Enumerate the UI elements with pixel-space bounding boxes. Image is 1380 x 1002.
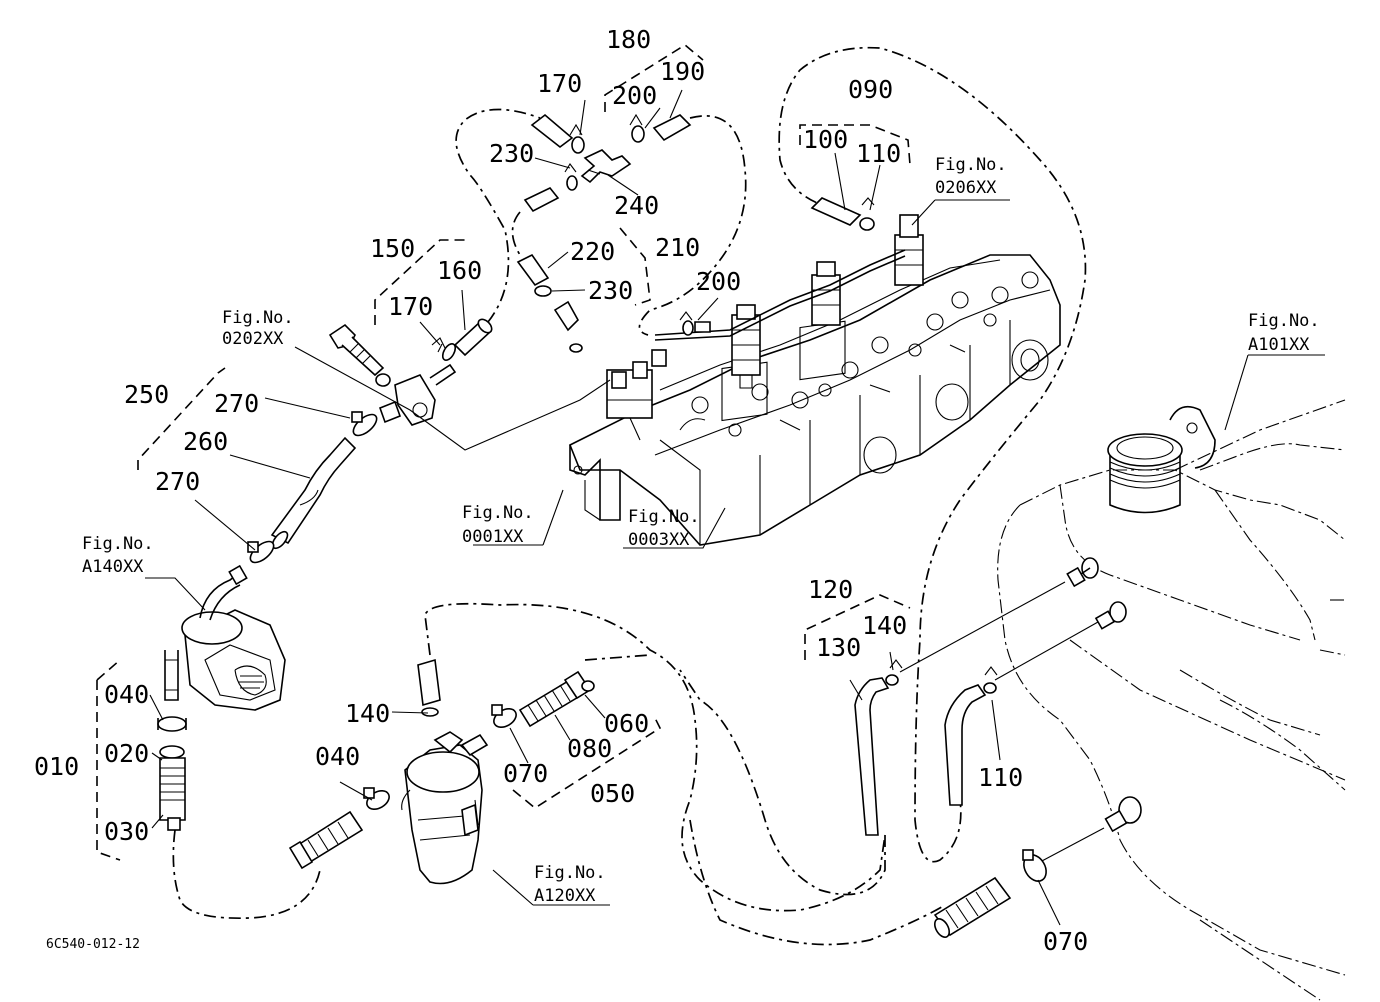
hose-220-upper (523, 187, 560, 213)
label-120: 120 (808, 575, 853, 604)
fig-ref-0003: 0003XX (628, 530, 690, 550)
fig-prefix-A120: Fig.No. (534, 863, 606, 883)
label-260: 260 (183, 427, 228, 456)
fuel-feed-pump (164, 564, 286, 711)
part-number-labels: 180 170 190 200 230 240 220 210 230 200 … (34, 25, 1088, 956)
clamp-070-left (491, 704, 517, 728)
figure-references: Fig.No. 0202XX Fig.No. 0206XX Fig.No. A1… (82, 155, 1320, 906)
fig-ref-A120: A120XX (534, 886, 596, 906)
label-160: 160 (437, 256, 482, 285)
clamp-270-upper (351, 411, 378, 437)
label-040-filter: 040 (315, 742, 360, 771)
injector-3 (894, 214, 924, 286)
label-080: 080 (567, 734, 612, 763)
tank-fitting-upper (1066, 557, 1099, 588)
label-170-upper: 170 (537, 69, 582, 98)
label-190: 190 (660, 57, 705, 86)
label-210: 210 (655, 233, 700, 262)
label-060: 060 (604, 709, 649, 738)
label-130: 130 (816, 633, 861, 662)
fig-ref-A101: A101XX (1248, 335, 1310, 355)
label-180: 180 (606, 25, 651, 54)
label-070-filter: 070 (503, 759, 548, 788)
drawing-code: 6C540-012-12 (46, 937, 140, 952)
label-030: 030 (104, 817, 149, 846)
hose-110-tank (944, 666, 998, 806)
label-170-lower: 170 (388, 292, 433, 321)
clamp-070-right (1022, 849, 1047, 882)
fig-ref-0202: 0202XX (222, 329, 284, 349)
label-270-upper: 270 (214, 389, 259, 418)
fig-prefix-0003: Fig.No. (628, 507, 700, 527)
hose-190 (652, 114, 692, 142)
tank-fitting-middle (1094, 601, 1127, 630)
cylinder-head (568, 214, 1061, 546)
banjo-joint (328, 323, 457, 426)
fig-prefix-A140: Fig.No. (82, 534, 154, 554)
fig-prefix-0206: Fig.No. (935, 155, 1007, 175)
label-050: 050 (590, 779, 635, 808)
fuel-tank (899, 399, 1346, 1001)
fig-ref-0206: 0206XX (935, 178, 997, 198)
protector-lower-right (933, 876, 1012, 938)
label-250: 250 (124, 380, 169, 409)
label-200-lower: 200 (696, 267, 741, 296)
fig-prefix-0001: Fig.No. (462, 503, 534, 523)
injector-1 (731, 304, 761, 389)
label-010: 010 (34, 752, 79, 781)
label-070-tank: 070 (1043, 927, 1088, 956)
label-230-lower: 230 (588, 276, 633, 305)
feed-hose-assembly (157, 716, 187, 831)
label-090: 090 (848, 75, 893, 104)
label-100: 100 (803, 125, 848, 154)
label-110-lower: 110 (978, 763, 1023, 792)
clamp-040-filter (363, 787, 390, 810)
label-140-filter: 140 (345, 699, 390, 728)
clip-170-lower (431, 337, 457, 361)
hose-130 (854, 659, 903, 836)
clip-200-lower (679, 311, 711, 336)
hose-220 (516, 253, 550, 287)
fig-ref-0001: 0001XX (462, 527, 524, 547)
protector-lower-left (288, 810, 364, 870)
label-140-tank: 140 (862, 611, 907, 640)
clamp-270-lower (247, 540, 275, 564)
clips-upper (564, 113, 645, 191)
hose-060 (563, 670, 595, 700)
label-040-left: 040 (104, 680, 149, 709)
tank-fitting-lower (1104, 796, 1142, 833)
fuel-lines (172, 46, 1087, 946)
label-230-upper: 230 (489, 139, 534, 168)
tee-fitting-240 (580, 149, 632, 184)
label-150: 150 (370, 234, 415, 263)
hose-170-upper (530, 113, 574, 149)
label-020: 020 (104, 739, 149, 768)
hose-160 (453, 318, 493, 357)
injection-pump-nozzles (606, 349, 667, 441)
hose-100 (810, 197, 875, 231)
fig-prefix-A101: Fig.No. (1248, 311, 1320, 331)
fig-ref-A140: A140XX (82, 557, 144, 577)
label-270-lower: 270 (155, 467, 200, 496)
hose-260 (270, 436, 357, 550)
label-220: 220 (570, 237, 615, 266)
fuel-filter (401, 731, 489, 885)
clip-230-lower (534, 285, 552, 297)
group-brackets (96, 44, 911, 861)
injector-2 (811, 261, 841, 326)
leader-lines (145, 89, 1325, 926)
label-200-upper: 200 (612, 81, 657, 110)
hose-140-filter (417, 658, 441, 717)
label-240: 240 (614, 191, 659, 220)
fig-prefix-0202: Fig.No. (222, 308, 294, 328)
fitting-injector-return (553, 300, 583, 353)
label-110-upper: 110 (856, 139, 901, 168)
